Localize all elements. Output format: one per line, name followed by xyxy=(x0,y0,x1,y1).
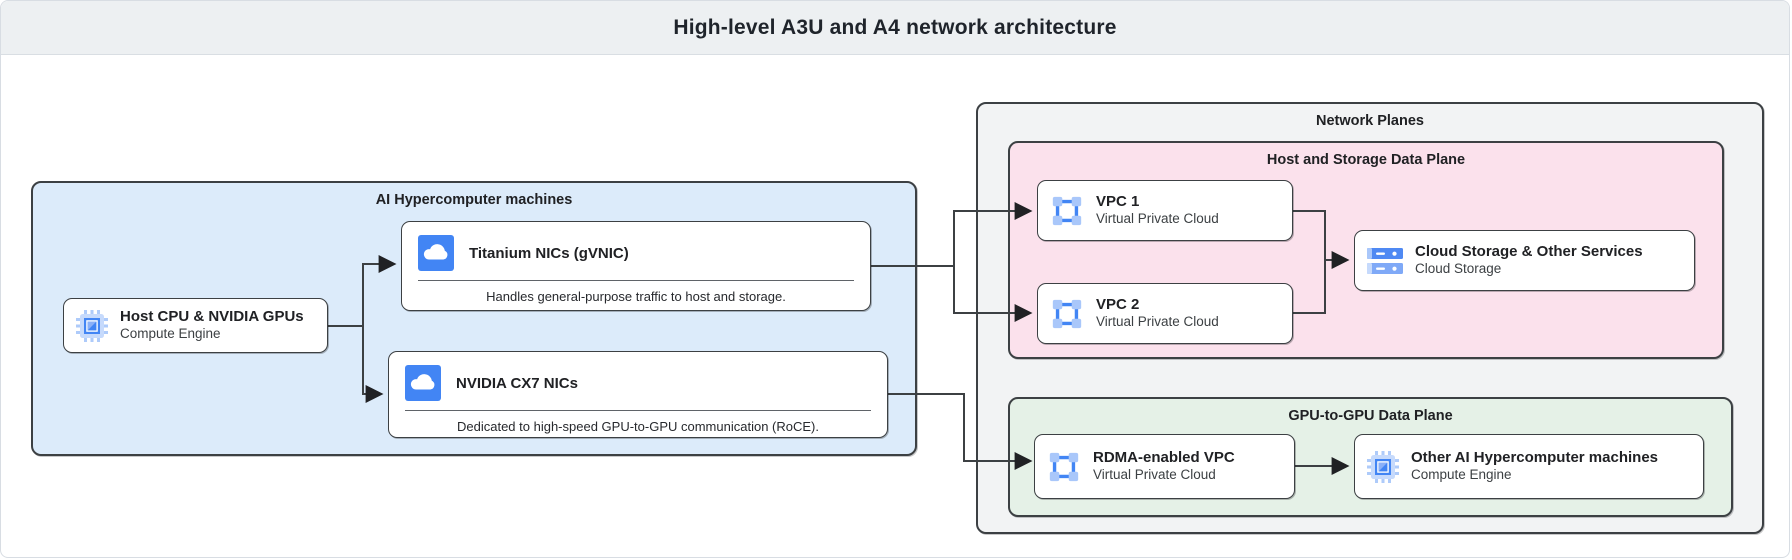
vpc-icon xyxy=(1049,452,1079,481)
node-host-cpu: Host CPU & NVIDIA GPUs Compute Engine xyxy=(63,298,328,353)
divider xyxy=(405,410,871,411)
node-subtitle: Compute Engine xyxy=(1411,467,1512,483)
network-planes-label: Network Planes xyxy=(1316,113,1424,129)
node-subtitle: Virtual Private Cloud xyxy=(1096,211,1219,227)
chip-icon xyxy=(1367,450,1399,483)
node-title: RDMA-enabled VPC xyxy=(1093,448,1235,466)
node-rdma-vpc: RDMA-enabled VPC Virtual Private Cloud xyxy=(1034,434,1295,499)
storage-icon xyxy=(1367,247,1403,274)
node-titanium-nics: Titanium NICs (gVNIC) Handles general-pu… xyxy=(401,221,871,311)
node-description: Handles general-purpose traffic to host … xyxy=(486,289,786,304)
node-other-machines: Other AI Hypercomputer machines Compute … xyxy=(1354,434,1704,499)
node-title: Cloud Storage & Other Services xyxy=(1415,242,1643,260)
machines-container-label: AI Hypercomputer machines xyxy=(375,192,573,208)
node-title: Host CPU & NVIDIA GPUs xyxy=(120,307,304,325)
host-storage-plane-label: Host and Storage Data Plane xyxy=(1266,152,1466,168)
cloud-icon xyxy=(418,235,454,271)
node-title: NVIDIA CX7 NICs xyxy=(456,374,578,392)
node-description: Dedicated to high-speed GPU-to-GPU commu… xyxy=(457,419,819,434)
node-subtitle: Virtual Private Cloud xyxy=(1093,467,1216,483)
divider xyxy=(418,280,854,281)
node-subtitle: Compute Engine xyxy=(120,326,221,342)
node-subtitle: Cloud Storage xyxy=(1415,261,1502,277)
node-subtitle: Virtual Private Cloud xyxy=(1096,314,1219,330)
node-title: VPC 1 xyxy=(1096,192,1140,210)
node-cx7-nics: NVIDIA CX7 NICs Dedicated to high-speed … xyxy=(388,351,888,438)
chip-icon xyxy=(76,309,108,342)
vpc-icon xyxy=(1052,196,1082,225)
node-title: Other AI Hypercomputer machines xyxy=(1411,448,1659,466)
cloud-icon xyxy=(405,365,441,401)
page-title: High-level A3U and A4 network architectu… xyxy=(673,15,1117,39)
node-vpc1: VPC 1 Virtual Private Cloud xyxy=(1037,180,1293,241)
vpc-icon xyxy=(1052,299,1082,328)
node-vpc2: VPC 2 Virtual Private Cloud xyxy=(1037,283,1293,344)
node-title: VPC 2 xyxy=(1096,295,1140,313)
node-title: Titanium NICs (gVNIC) xyxy=(469,244,629,262)
gpu-plane-label: GPU-to-GPU Data Plane xyxy=(1288,408,1453,424)
node-cloud-storage: Cloud Storage & Other Services Cloud Sto… xyxy=(1354,230,1695,291)
diagram-header: High-level A3U and A4 network architectu… xyxy=(1,1,1789,55)
